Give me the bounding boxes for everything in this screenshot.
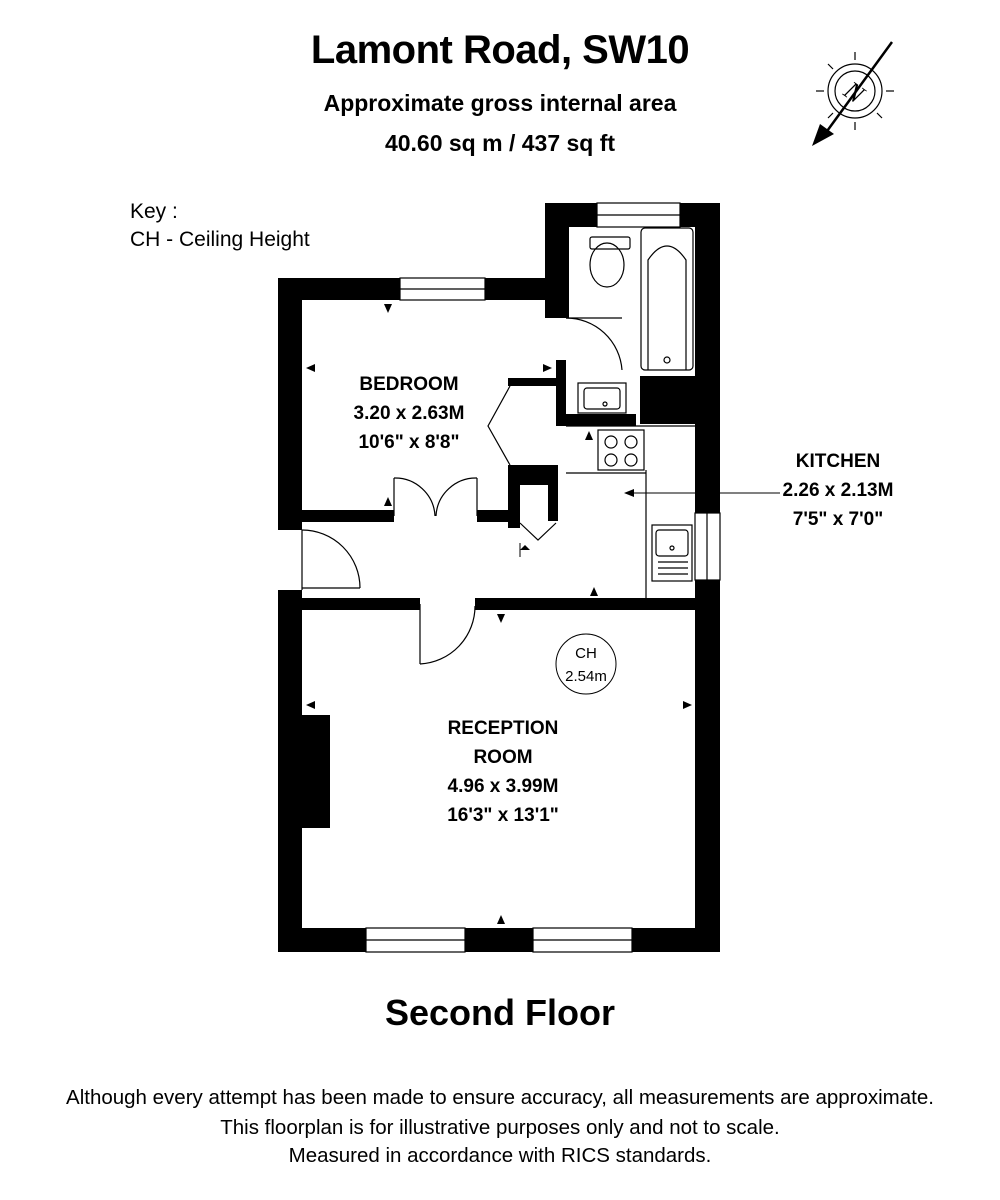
reception-imperial: 16'3" x 13'1": [447, 805, 559, 826]
walls: [278, 203, 720, 952]
plan-title: Lamont Road, SW10: [310, 28, 690, 72]
windows: [365, 202, 721, 953]
kitchen-name: KITCHEN: [796, 451, 880, 472]
key-title: Key :: [130, 200, 178, 223]
kitchen-leader-arrow: [624, 489, 634, 497]
ceiling-height-value: 2.54m: [565, 668, 607, 685]
reception-name-line2: ROOM: [473, 747, 532, 768]
compass-icon: N: [812, 41, 894, 146]
bedroom-imperial: 10'6" x 8'8": [358, 432, 459, 453]
compass-north-label: N: [838, 75, 871, 110]
bathroom-fittings: [577, 227, 694, 414]
doors: [301, 317, 623, 665]
disclaimer-line-1: Although every attempt has been made to …: [66, 1086, 934, 1109]
reception-name-line1: RECEPTION: [448, 718, 559, 739]
ceiling-height-label: CH: [575, 645, 597, 662]
kitchen-metric: 2.26 x 2.13M: [783, 480, 894, 501]
floor-label: Second Floor: [384, 992, 615, 1033]
kitchen-fittings: [566, 425, 695, 598]
area-subtitle: Approximate gross internal area: [323, 90, 677, 116]
area-value: 40.60 sq m / 437 sq ft: [384, 130, 616, 156]
disclaimer-line-2: This floorplan is for illustrative purpo…: [220, 1116, 780, 1139]
ceiling-height-marker: [555, 633, 617, 695]
reception-metric: 4.96 x 3.99M: [448, 776, 559, 797]
bedroom-name: BEDROOM: [359, 374, 458, 395]
dimension-markers: [306, 304, 692, 924]
bedroom-metric: 3.20 x 2.63M: [354, 403, 465, 424]
key-entry: CH - Ceiling Height: [130, 228, 310, 251]
kitchen-imperial: 7'5" x 7'0": [793, 509, 883, 530]
disclaimer-line-3: Measured in accordance with RICS standar…: [288, 1144, 712, 1167]
